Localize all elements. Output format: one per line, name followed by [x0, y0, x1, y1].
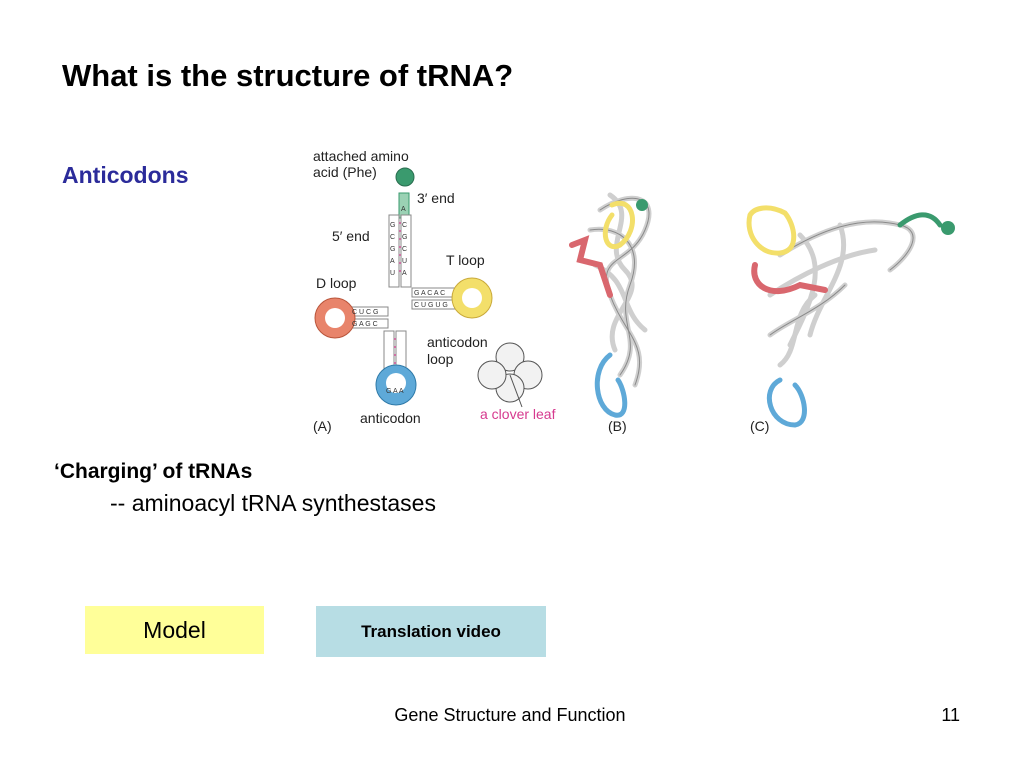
svg-text:A: A [390, 258, 395, 265]
svg-text:G: G [390, 246, 395, 253]
svg-text:G A G C: G A G C [352, 321, 378, 328]
d-loop-label: D loop [316, 275, 357, 291]
clover-leaf-label: a clover leaf [480, 406, 556, 422]
svg-text:G A A: G A A [386, 388, 404, 395]
anticodon-label: anticodon [360, 410, 421, 426]
model-button[interactable]: Model [85, 606, 264, 654]
panel-c-label: (C) [750, 418, 769, 434]
panel-a-label: (A) [313, 418, 332, 434]
svg-text:C: C [402, 222, 407, 229]
ribbon-model-b: (B) [569, 192, 652, 434]
ribbon-model-c: (C) [746, 205, 955, 434]
svg-text:G A C A C: G A C A C [414, 290, 445, 297]
five-end-label: 5′ end [332, 228, 370, 244]
svg-text:U: U [390, 270, 395, 277]
slide-title: What is the structure of tRNA? [62, 58, 514, 93]
amino-acid-ball-icon [395, 167, 415, 187]
svg-text:C: C [390, 234, 395, 241]
page-number: 11 [941, 705, 960, 725]
panel-b-label: (B) [608, 418, 627, 434]
t-loop-label: T loop [446, 252, 485, 268]
svg-text:G: G [390, 222, 395, 229]
anticodons-heading: Anticodons [62, 162, 189, 188]
svg-text:C: C [402, 246, 407, 253]
amino-acid-label-line2: acid (Phe) [313, 164, 377, 180]
svg-text:C U C G: C U C G [352, 309, 378, 316]
clover-leaf-icon [477, 342, 543, 408]
svg-text:A: A [401, 206, 406, 213]
synthetases-text: -- aminoacyl tRNA synthestases [110, 490, 436, 516]
svg-text:U: U [402, 258, 407, 265]
anticodon-loop-label: anticodon [427, 334, 488, 350]
three-end-label: 3′ end [417, 190, 455, 206]
anticodon-loop-label-line2: loop [427, 351, 454, 367]
svg-text:G: G [402, 234, 407, 241]
translation-video-button[interactable]: Translation video [316, 606, 546, 657]
charging-heading: ‘Charging’ of tRNAs [54, 460, 253, 483]
svg-text:A: A [402, 270, 407, 277]
svg-text:C U G U G: C U G U G [414, 302, 448, 309]
footer-text: Gene Structure and Function [394, 705, 626, 725]
amino-acid-label: attached amino [313, 148, 409, 164]
